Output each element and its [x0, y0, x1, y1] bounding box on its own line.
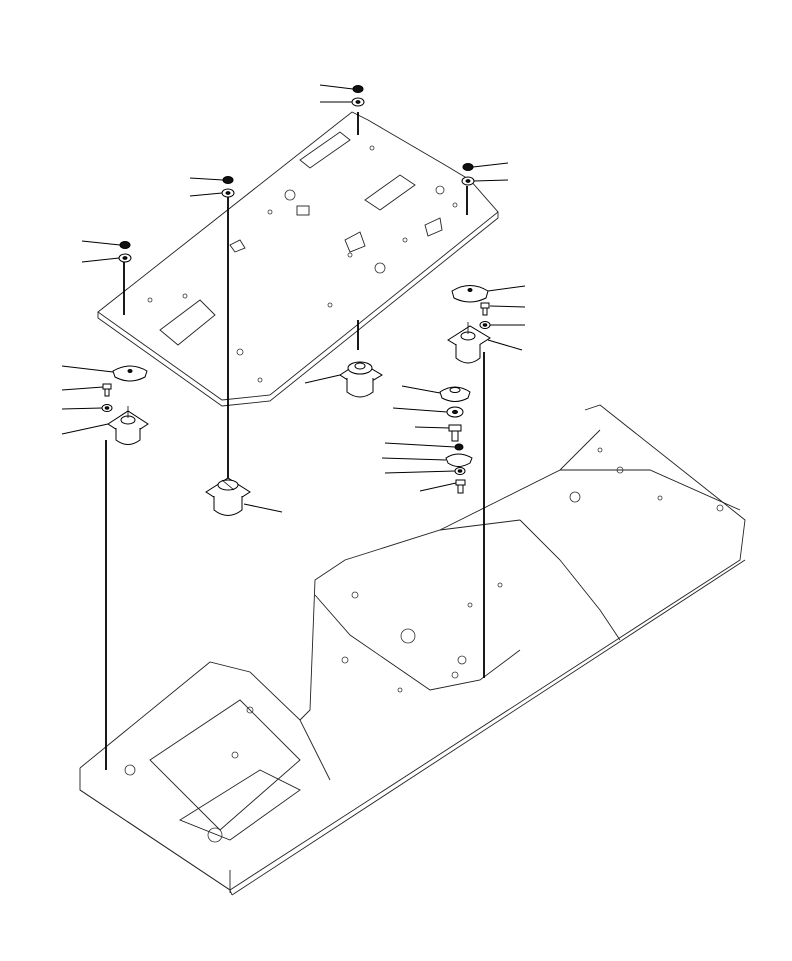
- bolt-icon: [102, 383, 112, 397]
- bolt-icon: [455, 479, 466, 494]
- nut-icon: [352, 85, 364, 93]
- cab-floor-plate: [97, 111, 499, 407]
- left-fastener-stack: [118, 241, 132, 263]
- center-left-fastener-stack: [221, 176, 235, 198]
- cap-icon: [439, 386, 471, 402]
- alignment-lines: [105, 112, 485, 770]
- nut-icon: [119, 241, 131, 249]
- leader-lines: [61, 84, 526, 513]
- damper-mount-icon: [205, 477, 251, 516]
- cap-icon: [451, 285, 489, 303]
- lower-left-mount: [205, 477, 251, 516]
- center-exploded-stack: [439, 386, 473, 494]
- damper-mount-icon: [339, 361, 383, 398]
- cap-icon: [112, 365, 148, 382]
- top-fastener-stack: [351, 85, 365, 107]
- damper-mount-icon: [447, 322, 491, 364]
- bolt-icon: [480, 302, 490, 316]
- spacer-icon: [445, 453, 473, 467]
- right-mount-assembly: [447, 285, 491, 364]
- left-mount-assembly: [101, 365, 149, 445]
- bolt-icon: [448, 424, 462, 442]
- nut-icon: [462, 163, 474, 171]
- damper-mount-icon: [107, 406, 149, 445]
- nut-icon: [222, 176, 234, 184]
- nut-icon: [454, 443, 464, 451]
- revolving-frame: [79, 404, 746, 896]
- right-fastener-stack: [461, 163, 475, 186]
- center-mount: [339, 361, 383, 398]
